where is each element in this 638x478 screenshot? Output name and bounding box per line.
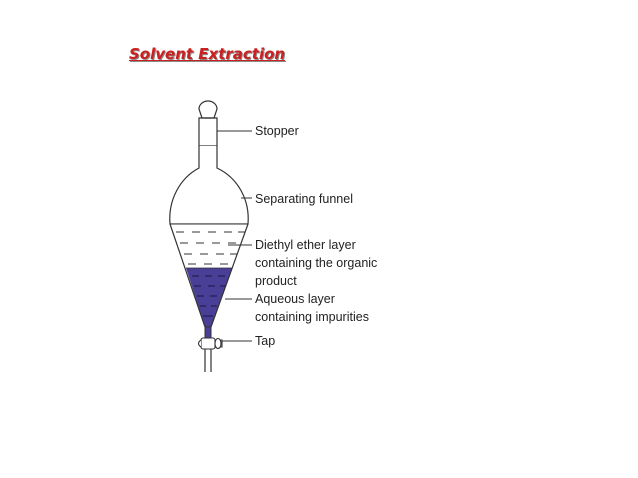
funnel-cone-outline [169, 223, 249, 328]
tap-label: Tap [255, 334, 275, 348]
separating-funnel-label: Separating funnel [255, 192, 353, 206]
aqueous-layer-dashes [192, 275, 227, 317]
aqueous-layer-label-line1: Aqueous layer [255, 292, 335, 306]
leader-lines [217, 130, 252, 342]
ether-layer-label-line2: containing the organic [255, 256, 377, 270]
tap-shape [197, 337, 223, 350]
ether-layer-label-line1: Diethyl ether layer [255, 238, 356, 252]
page-title: Solvent Extraction [129, 45, 286, 63]
aqueous-layer-label-line2: containing impurities [255, 310, 369, 324]
ether-layer-label-line3: product [255, 274, 297, 288]
ether-layer-dashes [176, 231, 246, 265]
funnel-upper-bulb [169, 146, 249, 225]
ether-layer [170, 224, 248, 268]
funnel-stem [204, 326, 212, 372]
stopper-shape [198, 100, 218, 147]
stopper-label: Stopper [255, 124, 299, 138]
aqueous-layer [186, 268, 232, 327]
